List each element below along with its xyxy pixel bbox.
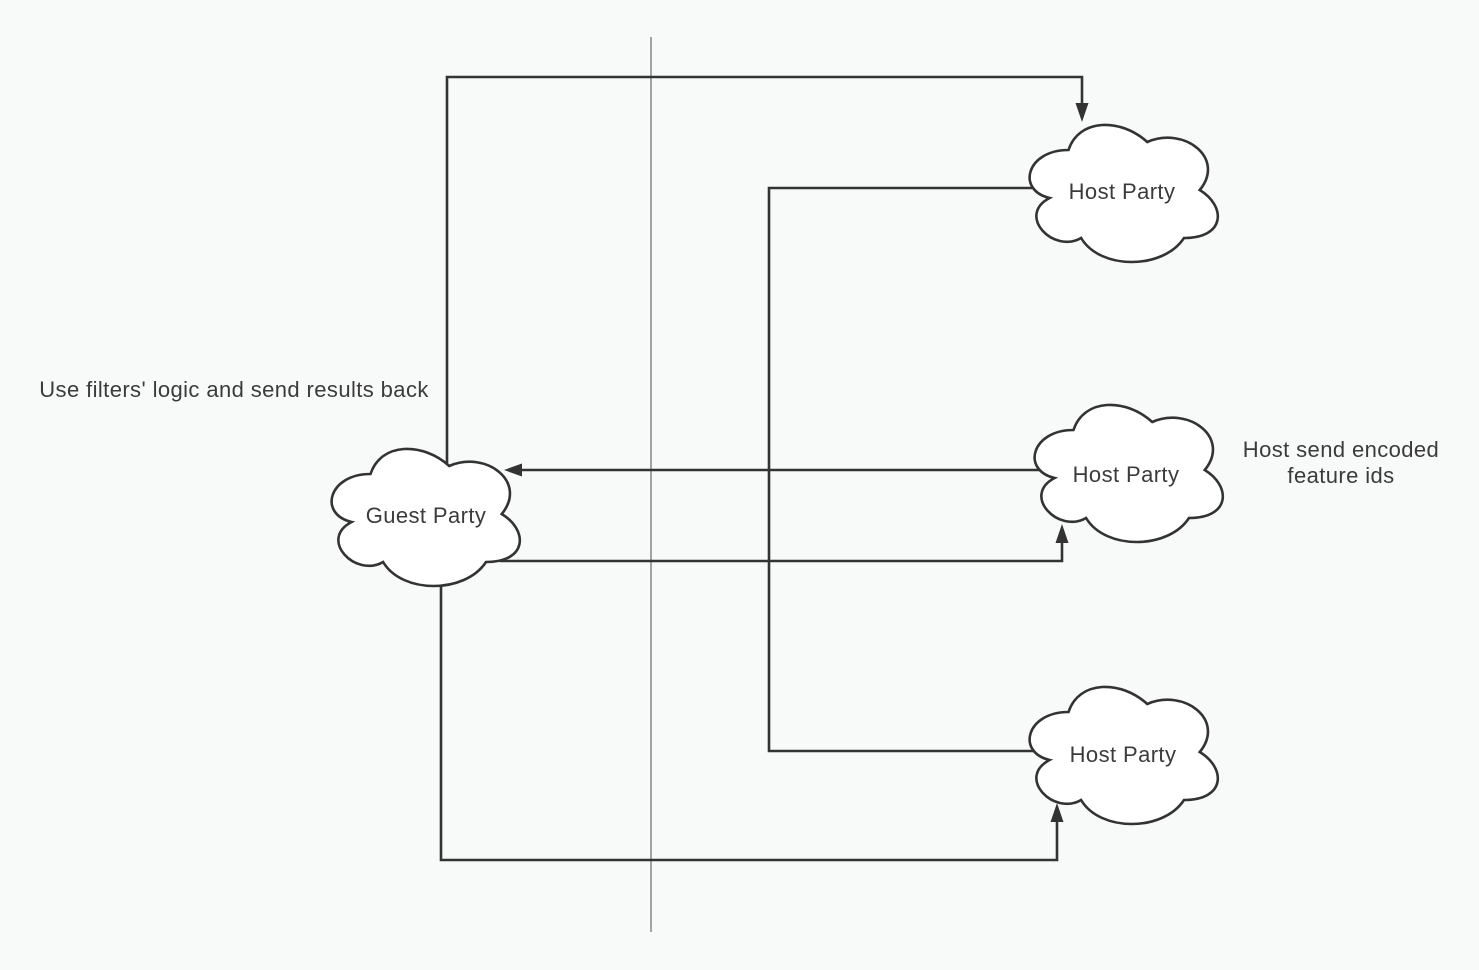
right-annotation-line2: feature ids (1287, 463, 1395, 488)
right-annotation-line1: Host send encoded (1242, 437, 1440, 462)
host-party-middle-label[interactable]: Host Party (1072, 462, 1180, 487)
edge-guest-to-host-middle[interactable] (500, 543, 1064, 563)
edge-guest-to-host-bottom[interactable] (439, 560, 1059, 862)
arrowhead-into-host-top-icon (1075, 103, 1089, 122)
arrowhead-into-host-middle-icon (1055, 524, 1069, 543)
arrowhead-into-guest-icon (504, 463, 522, 477)
guest-party-label[interactable]: Guest Party (365, 503, 487, 528)
right-annotation: Host send encoded feature ids (1243, 437, 1439, 489)
edge-guest-to-host-top[interactable] (445, 75, 1084, 470)
left-annotation: Use filters' logic and send results back (39, 377, 429, 402)
host-party-bottom-label[interactable]: Host Party (1069, 742, 1177, 767)
host-party-top-label[interactable]: Host Party (1068, 179, 1176, 204)
arrowhead-into-host-bottom-icon (1050, 803, 1064, 822)
